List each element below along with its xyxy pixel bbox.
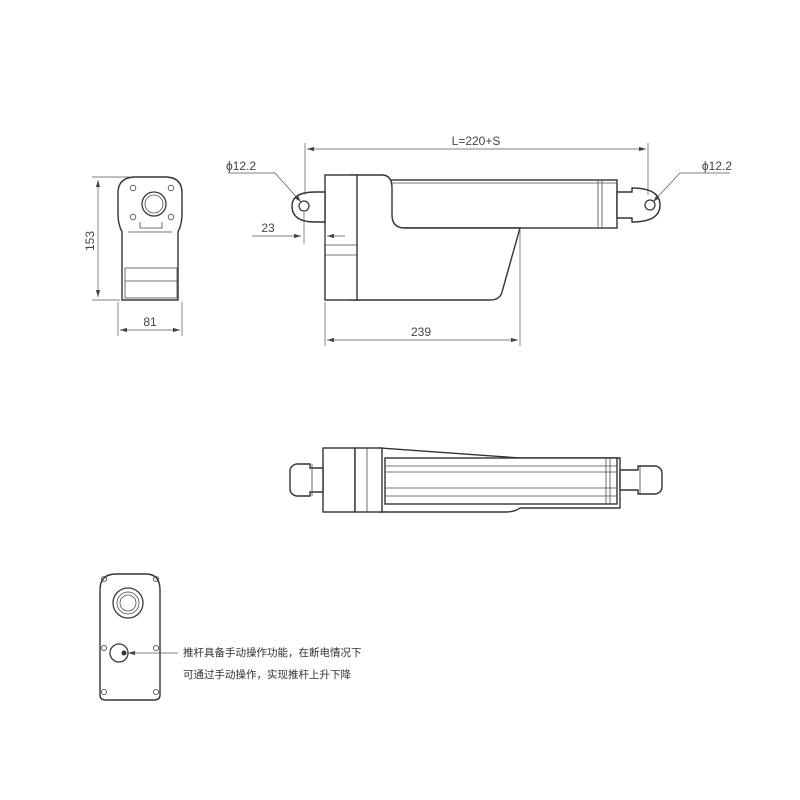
dim-housing-length-label: 239 [411, 325, 431, 339]
manual-operation-note: 推杆具备手动操作功能，在断电情况下 可通过手动操作，实现推杆上升下降 [183, 642, 362, 686]
dim-height-label: 153 [83, 231, 97, 251]
motor-end-view [99, 573, 178, 701]
note-line-1: 推杆具备手动操作功能，在断电情况下 [183, 647, 362, 659]
dim-length-label: L=220+S [452, 134, 501, 148]
end-view [92, 176, 183, 336]
top-view [289, 447, 663, 513]
dim-diameter-right-label: ϕ12.2 [702, 159, 732, 173]
dim-diameter-left-label: ϕ12.2 [226, 159, 256, 173]
side-view [228, 143, 730, 346]
dim-offset-label: 23 [261, 221, 275, 235]
note-line-2: 可通过手动操作，实现推杆上升下降 [183, 669, 351, 681]
dim-width-label: 81 [143, 315, 157, 329]
